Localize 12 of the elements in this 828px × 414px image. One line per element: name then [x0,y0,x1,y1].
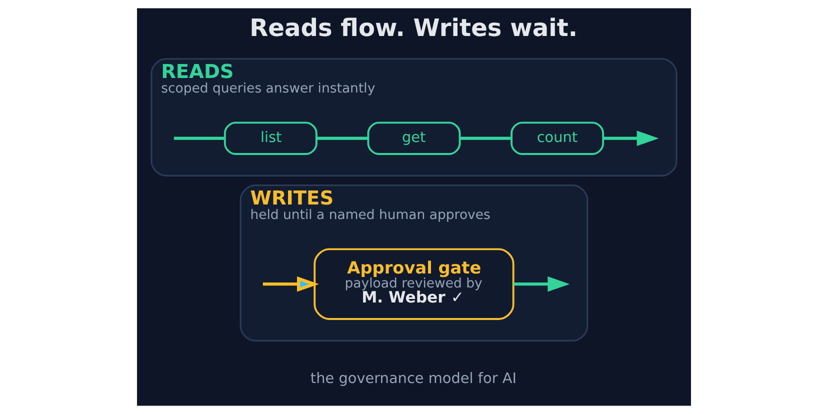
node-box: get [367,122,461,155]
node-box: list [224,122,318,155]
arrow [262,276,319,292]
arrow [603,130,659,146]
connector [316,136,368,140]
connector [460,136,512,140]
node-box: count [510,122,604,155]
connector [174,136,225,140]
diagram-title: Reads flow. Writes wait. [250,14,578,42]
arrow [514,276,570,292]
node-box: Approval gate payload reviewed by M. Weber ✓ [314,248,514,320]
caption: the governance model for AI [310,370,517,387]
